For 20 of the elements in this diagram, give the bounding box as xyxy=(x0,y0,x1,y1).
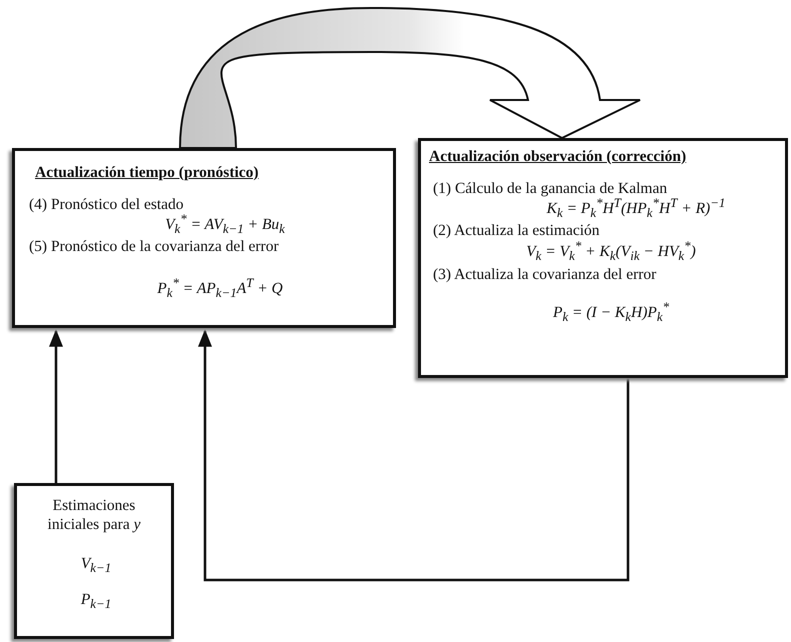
heading: Actualización observación (corrección) xyxy=(429,147,688,166)
formula: K$_{k}$ = P$_{k}$$^{*}$H$^{T}$(HP$_{k}$$^{*}$H$^{T}$ + R)$^{−1}$ xyxy=(546,199,726,218)
step-text: (2) Actualiza la estimación xyxy=(433,221,601,240)
arrow xyxy=(49,329,63,483)
step-text: (4) Pronóstico del estado xyxy=(29,195,185,214)
arrow xyxy=(198,329,630,582)
step-text: (3) Actualiza la covarianza del error xyxy=(433,265,658,284)
formula: V$_{k}$ = V$_{k}$$^{*}$ + K$_{k}$(V$_{i}$$_{k}$ − HV$_{k}$$^{*}$) xyxy=(525,242,697,261)
curved-block-arrow xyxy=(179,7,641,149)
formula: P$_{k−1}$ xyxy=(80,590,112,609)
process-box xyxy=(14,483,174,639)
formula: V$_{k−1}$ xyxy=(80,554,112,573)
step-text: (5) Pronóstico de la covarianza del error xyxy=(29,237,280,256)
heading: Actualización tiempo (pronóstico) xyxy=(35,163,260,182)
box-text: Estimaciones iniciales para y xyxy=(46,496,142,534)
process-box xyxy=(418,138,788,378)
formula: V$_{k}$$^{*}$ = AV$_{k−1}$ + Bu$_{k}$ xyxy=(164,215,286,234)
process-box xyxy=(12,148,396,328)
formula: P$_{k}$$^{*}$ = AP$_{k−1}$A$^{T}$ + Q xyxy=(156,279,284,298)
step-text: (1) Cálculo de la ganancia de Kalman xyxy=(433,179,668,198)
